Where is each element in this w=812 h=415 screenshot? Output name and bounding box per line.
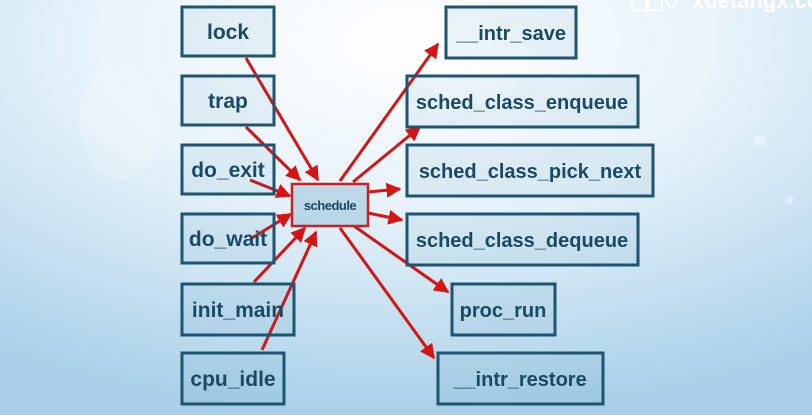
node-do_wait-label: do_wait xyxy=(189,228,267,251)
node-init_main-label: init_main xyxy=(192,299,284,322)
edge-from-schedule-to-intr_restore xyxy=(338,227,436,360)
watermark-logo-icon xyxy=(631,0,679,12)
node-sched_class_pick_next: sched_class_pick_next xyxy=(405,143,655,198)
node-proc_run-label: proc_run xyxy=(460,300,547,322)
node-cpu_idle-box xyxy=(180,351,286,406)
node-lock: lock xyxy=(180,5,276,58)
edge-to-schedule-from-init_main xyxy=(252,226,307,284)
node-intr_restore: __intr_restore xyxy=(436,351,605,406)
node-schedule-label: schedule xyxy=(304,198,357,213)
edge-to-schedule-from-do_wait xyxy=(251,212,293,240)
node-intr_save-label: __intr_save xyxy=(455,23,566,45)
node-do_exit-box xyxy=(180,143,276,196)
node-sched_class_enqueue-box xyxy=(405,74,640,129)
node-proc_run-box xyxy=(450,282,557,337)
edge-to-schedule-from-lock xyxy=(244,57,320,182)
node-init_main-box xyxy=(180,282,296,337)
node-trap-box xyxy=(180,74,276,127)
node-do_wait-box xyxy=(180,212,276,265)
node-sched_class_enqueue: sched_class_enqueue xyxy=(405,74,640,129)
node-cpu_idle-label: cpu_idle xyxy=(190,368,275,391)
node-intr_save-box xyxy=(444,5,578,60)
node-do_exit: do_exit xyxy=(180,143,276,196)
edge-from-schedule-to-sched_class_pick_next xyxy=(367,182,402,198)
watermark-text: xuetangx.com xyxy=(692,0,812,13)
edge-from-schedule-to-sched_class_enqueue xyxy=(352,125,422,184)
edge-from-schedule-to-sched_class_dequeue xyxy=(367,209,404,225)
node-intr_save: __intr_save xyxy=(444,5,578,60)
edge-from-schedule-to-proc_run xyxy=(353,224,450,294)
background-decoration xyxy=(80,20,794,204)
node-schedule: schedule xyxy=(290,182,370,228)
node-trap: trap xyxy=(180,74,276,127)
node-sched_class_pick_next-box xyxy=(405,143,655,198)
node-intr_restore-box xyxy=(436,351,605,406)
edge-to-schedule-from-cpu_idle xyxy=(260,230,318,351)
node-cpu_idle: cpu_idle xyxy=(180,351,286,406)
node-sched_class_dequeue: sched_class_dequeue xyxy=(405,212,640,267)
node-sched_class_enqueue-label: sched_class_enqueue xyxy=(416,92,628,114)
node-schedule-box xyxy=(290,182,370,228)
node-do_wait: do_wait xyxy=(180,212,276,265)
node-lock-box xyxy=(180,5,276,58)
edge-from-schedule-to-intr_save xyxy=(338,42,440,182)
node-proc_run: proc_run xyxy=(450,282,557,337)
watermark: xuetangx.com xyxy=(631,0,812,13)
node-sched_class_dequeue-box xyxy=(405,212,640,267)
node-trap-label: trap xyxy=(208,90,248,113)
node-init_main: init_main xyxy=(180,282,296,337)
node-do_exit-label: do_exit xyxy=(191,159,265,182)
edges xyxy=(244,42,450,360)
edge-to-schedule-from-do_exit xyxy=(249,178,292,198)
node-sched_class_dequeue-label: sched_class_dequeue xyxy=(416,230,628,252)
node-intr_restore-label: __intr_restore xyxy=(452,369,586,391)
node-lock-label: lock xyxy=(207,21,249,44)
node-sched_class_pick_next-label: sched_class_pick_next xyxy=(419,161,642,183)
